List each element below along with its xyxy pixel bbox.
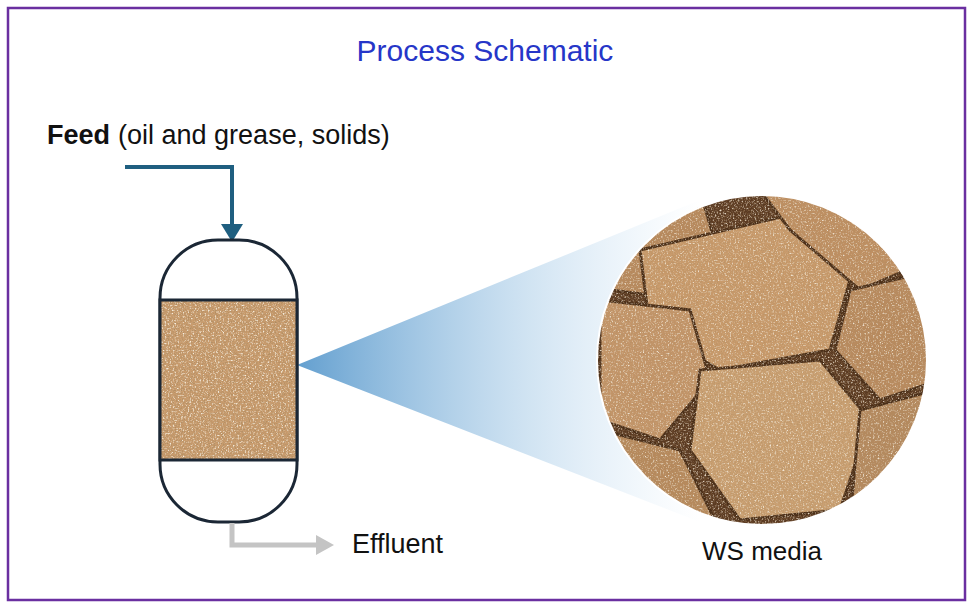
frame-border <box>8 8 965 600</box>
diagram-title: Process Schematic <box>357 36 614 66</box>
media-closeup <box>590 190 940 530</box>
effluent-arrowhead <box>316 535 334 555</box>
feed-description: (oil and grease, solids) <box>118 122 390 149</box>
feed-label: Feed <box>47 122 110 149</box>
feed-pipe <box>125 167 232 226</box>
media-bed-fill <box>161 301 296 459</box>
media-label: WS media <box>702 538 822 564</box>
vessel-shell <box>160 240 297 522</box>
effluent-pipe <box>232 523 318 545</box>
effluent-label: Effluent <box>352 531 443 558</box>
media-bed-outline <box>160 300 297 460</box>
closeup-rim <box>597 195 927 525</box>
